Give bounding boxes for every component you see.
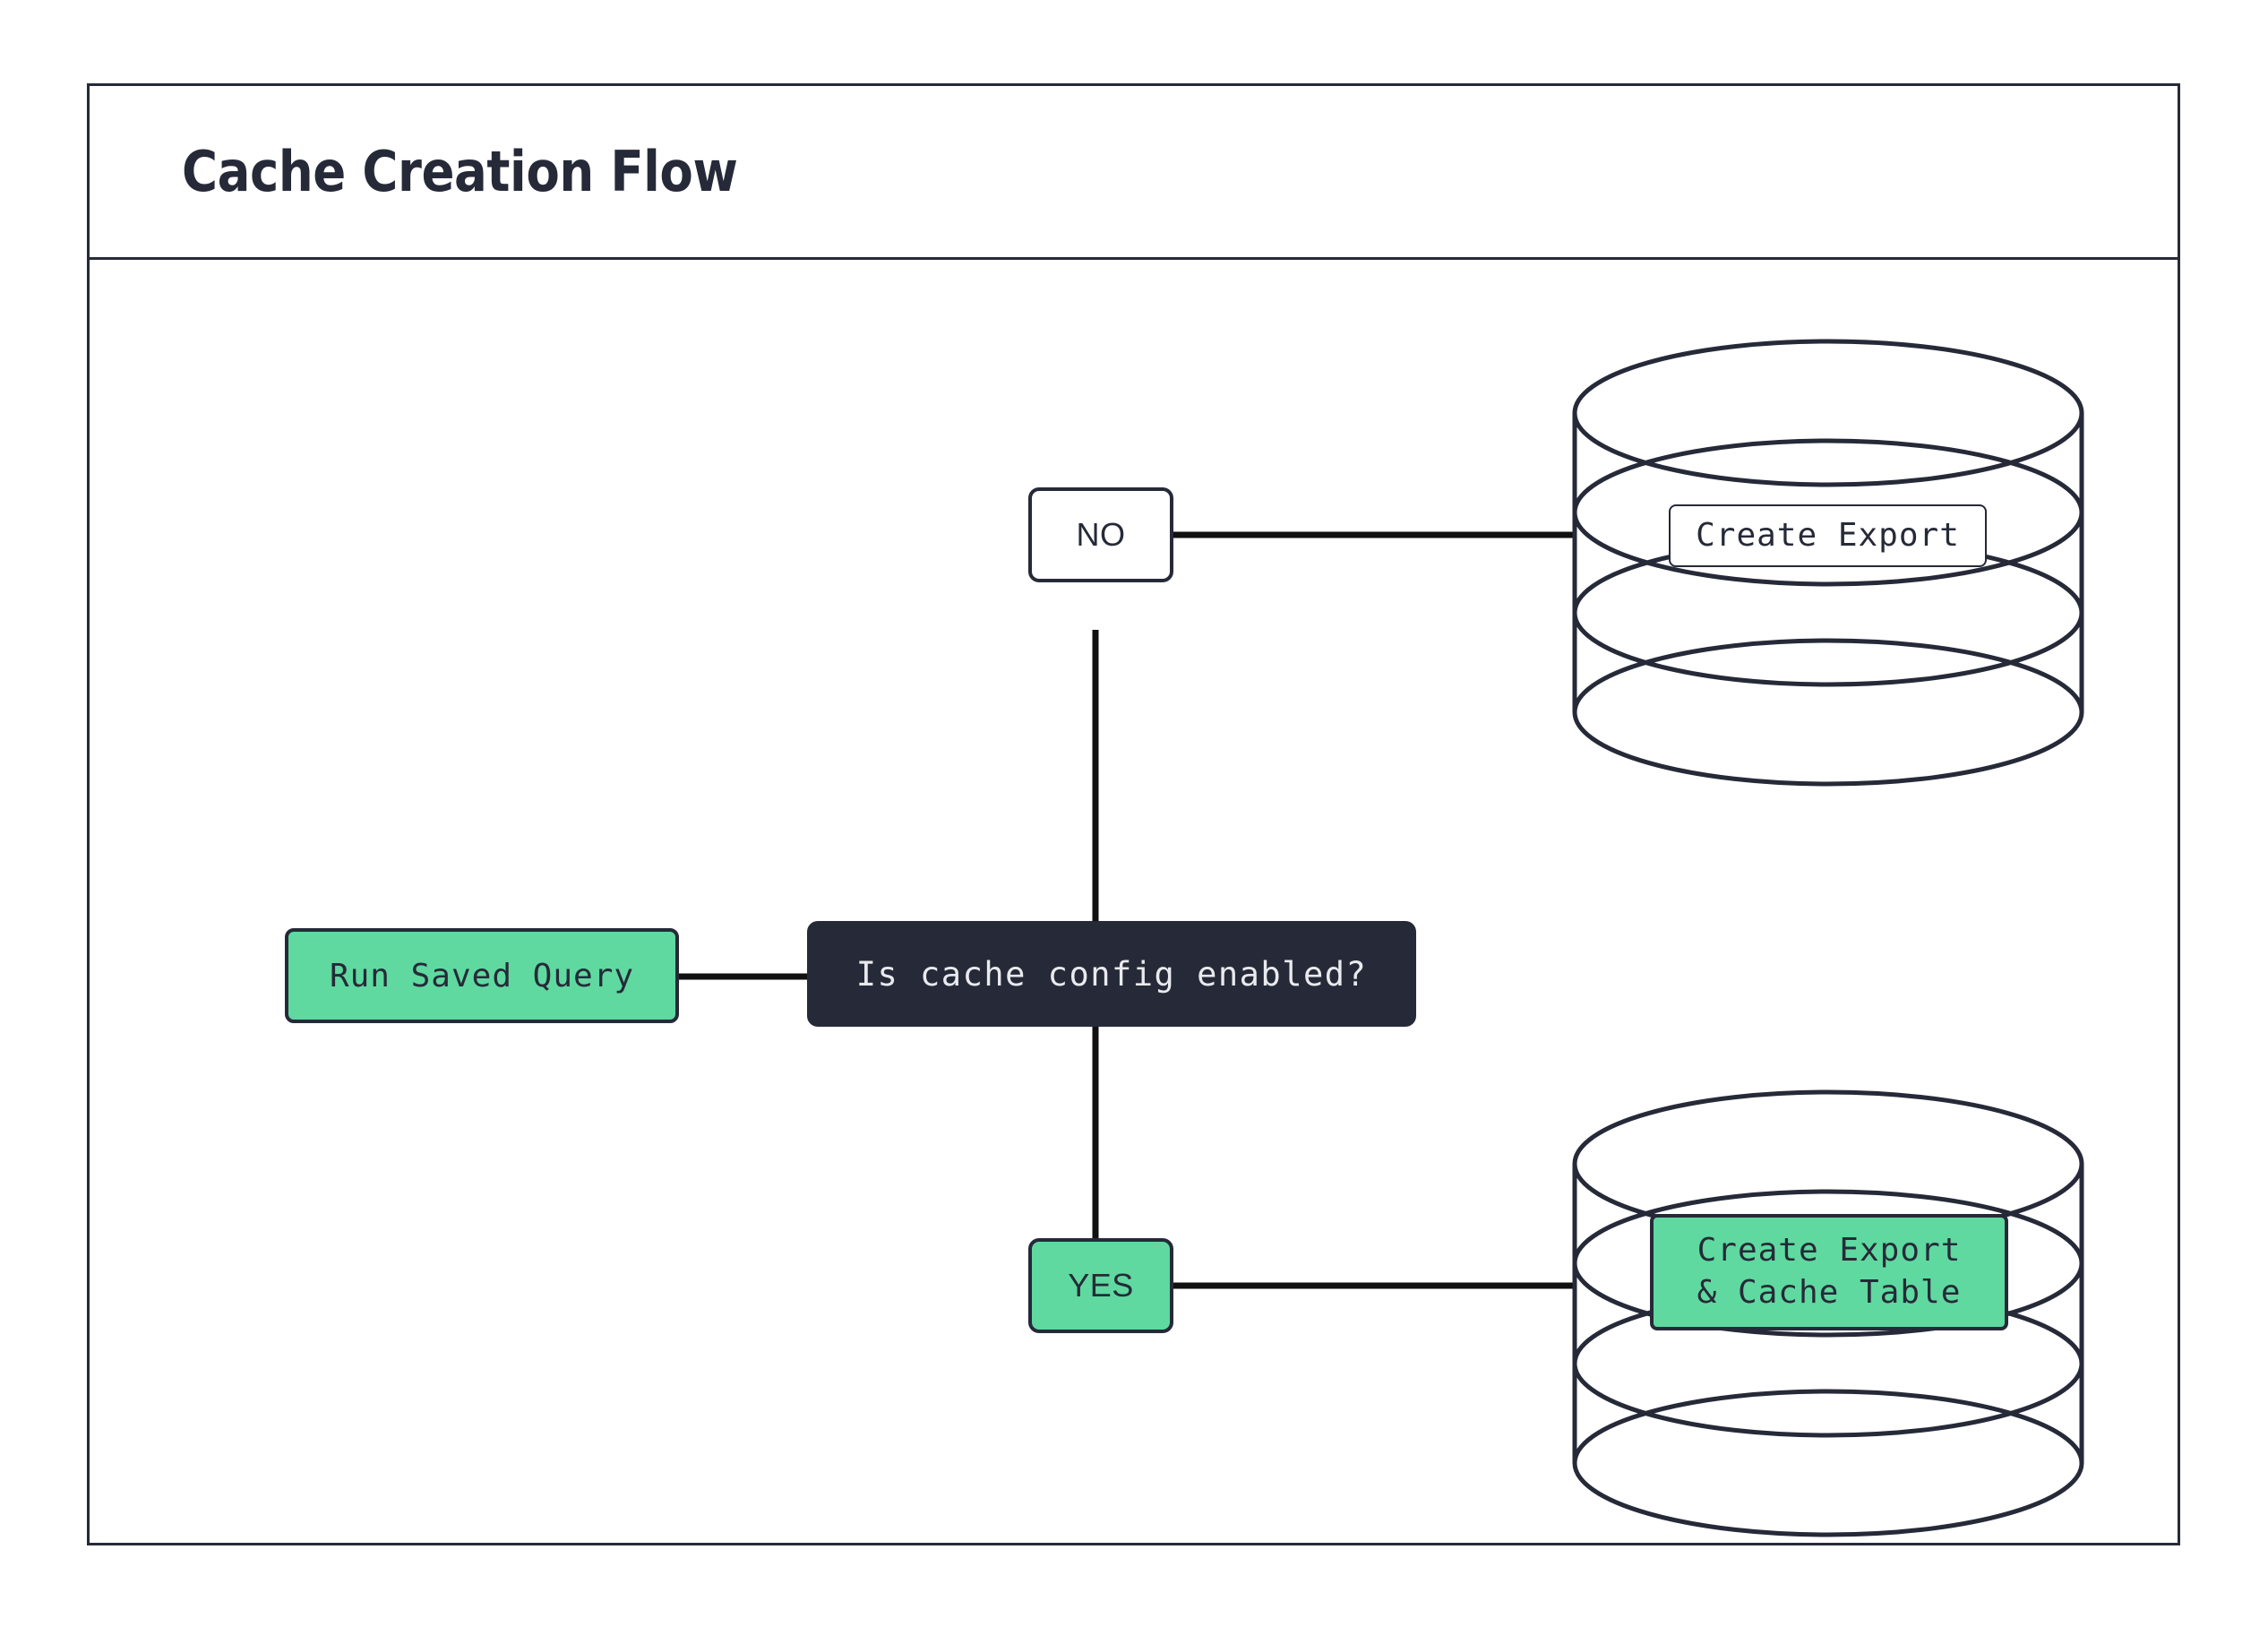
diagram-title-bar: Cache Creation Flow: [90, 86, 2178, 260]
edge-label-yes[interactable]: YES: [1028, 1238, 1173, 1333]
database-cylinder-top: [1572, 339, 2084, 787]
edge-label-no[interactable]: NO: [1028, 487, 1173, 582]
database-cylinder-bottom: [1572, 1089, 2084, 1537]
node-decision-cache-config[interactable]: Is cache config enabled?: [807, 921, 1416, 1027]
page-title: Cache Creation Flow: [182, 139, 738, 204]
flow-vector-layer: [679, 339, 2084, 1537]
flow-canvas: Create Export Create Export & Cache Tabl…: [90, 260, 2178, 1545]
diagram-frame: Cache Creation Flow: [87, 83, 2180, 1545]
db-bottom-label[interactable]: Create Export & Cache Table: [1650, 1214, 2008, 1330]
db-top-label[interactable]: Create Export: [1669, 504, 1987, 567]
node-run-saved-query[interactable]: Run Saved Query: [285, 928, 679, 1023]
